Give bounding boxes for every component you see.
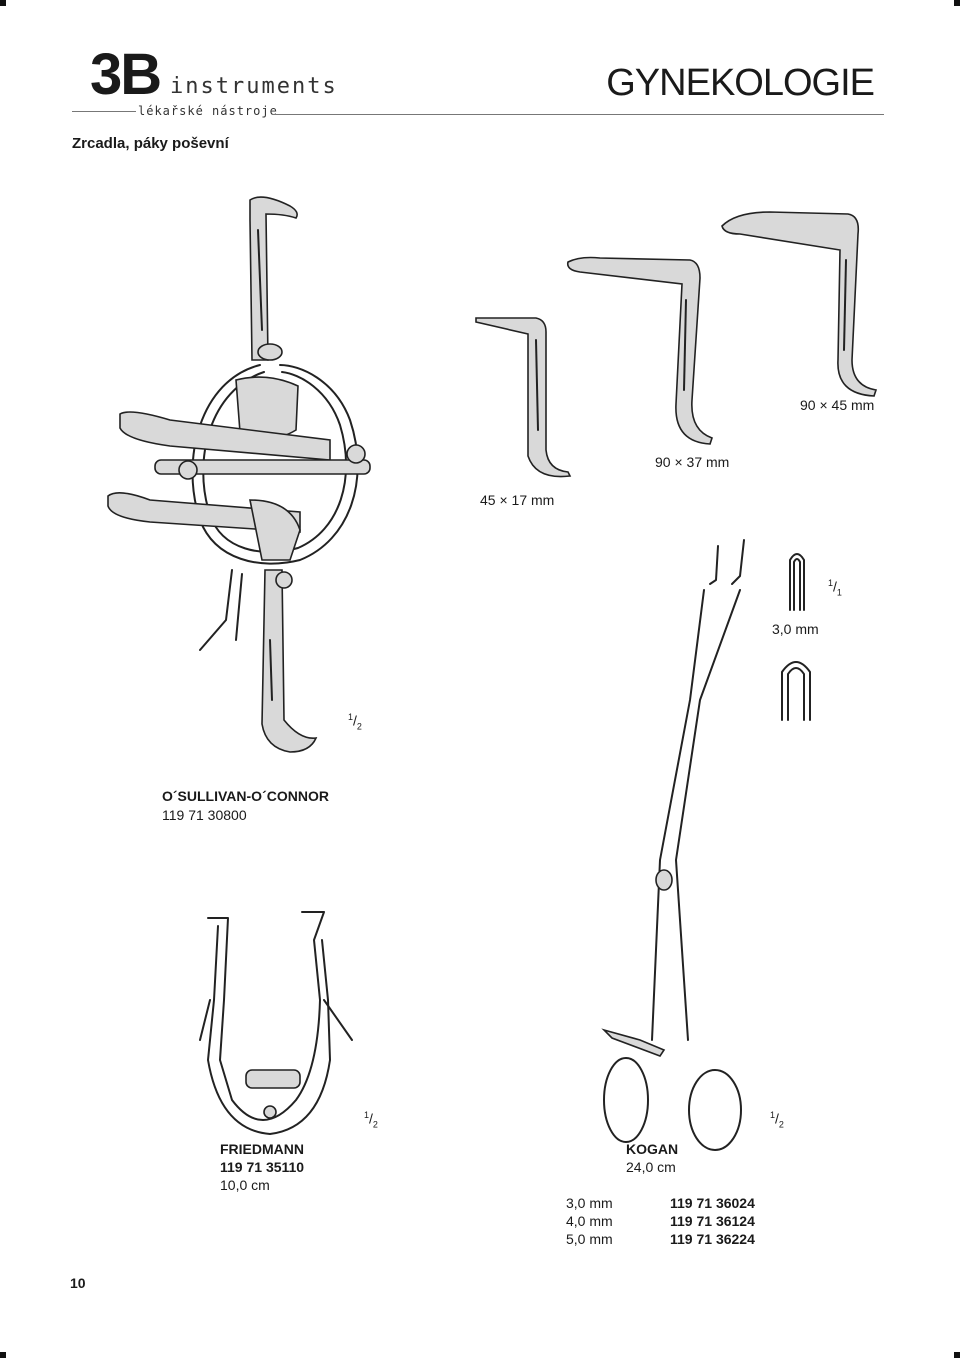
brand-tagline: lékařské nástroje xyxy=(138,104,278,118)
retractor-size-medium: 90 × 37 mm xyxy=(655,454,730,470)
page-number: 10 xyxy=(70,1275,86,1291)
osullivan-scale: 1/2 xyxy=(348,712,362,732)
crop-mark xyxy=(954,0,960,6)
kogan-variant-row: 3,0 mm 119 71 36024 xyxy=(566,1194,755,1212)
kogan-variant-size: 5,0 mm xyxy=(566,1231,613,1247)
retractor-size-small: 45 × 17 mm xyxy=(480,492,555,508)
kogan-variant-row: 4,0 mm 119 71 36124 xyxy=(566,1212,755,1230)
tip-detail-scale: 1/1 xyxy=(828,578,842,598)
friedmann-name: FRIEDMANN xyxy=(220,1141,304,1157)
kogan-variant-code: 119 71 36124 xyxy=(670,1213,755,1229)
section-title: Zrcadla, páky poševní xyxy=(72,135,229,152)
kogan-variant-row: 5,0 mm 119 71 36224 xyxy=(566,1230,755,1248)
brand-word: instruments xyxy=(170,74,338,99)
kogan-name: KOGAN xyxy=(626,1141,679,1157)
kogan-length: 24,0 cm xyxy=(626,1159,676,1175)
kogan-variant-code: 119 71 36224 xyxy=(670,1231,755,1247)
osullivan-speculum-illustration xyxy=(107,196,371,753)
kogan-illustration xyxy=(601,539,745,1151)
brand-logo: 3B xyxy=(90,42,162,107)
friedmann-length: 10,0 cm xyxy=(220,1177,270,1193)
osullivan-name: O´SULLIVAN-O´CONNOR xyxy=(162,788,329,804)
friedmann-illustration xyxy=(199,911,353,1135)
page-title: GYNEKOLOGIE xyxy=(606,62,875,104)
crop-mark xyxy=(954,1352,960,1358)
retractor-size-large: 90 × 45 mm xyxy=(800,397,875,413)
retractor-small-illustration xyxy=(475,317,572,478)
kogan-scale: 1/2 xyxy=(770,1110,784,1130)
friedmann-code: 119 71 35110 xyxy=(220,1159,305,1175)
friedmann-scale: 1/2 xyxy=(364,1110,378,1130)
kogan-variant-size: 3,0 mm xyxy=(566,1195,613,1211)
tip-detail-illustration xyxy=(781,553,811,721)
retractor-medium-illustration xyxy=(566,256,714,445)
kogan-variant-size: 4,0 mm xyxy=(566,1213,613,1229)
header-rule xyxy=(272,114,884,115)
header-rule xyxy=(72,111,136,112)
retractor-large-illustration xyxy=(721,211,878,397)
kogan-variants-table: 3,0 mm 119 71 36024 4,0 mm 119 71 36124 … xyxy=(566,1194,755,1248)
crop-mark xyxy=(0,0,6,6)
kogan-variant-code: 119 71 36024 xyxy=(670,1195,755,1211)
osullivan-code: 119 71 30800 xyxy=(162,807,247,823)
tip-detail-size: 3,0 mm xyxy=(772,621,819,637)
crop-mark xyxy=(0,1352,6,1358)
